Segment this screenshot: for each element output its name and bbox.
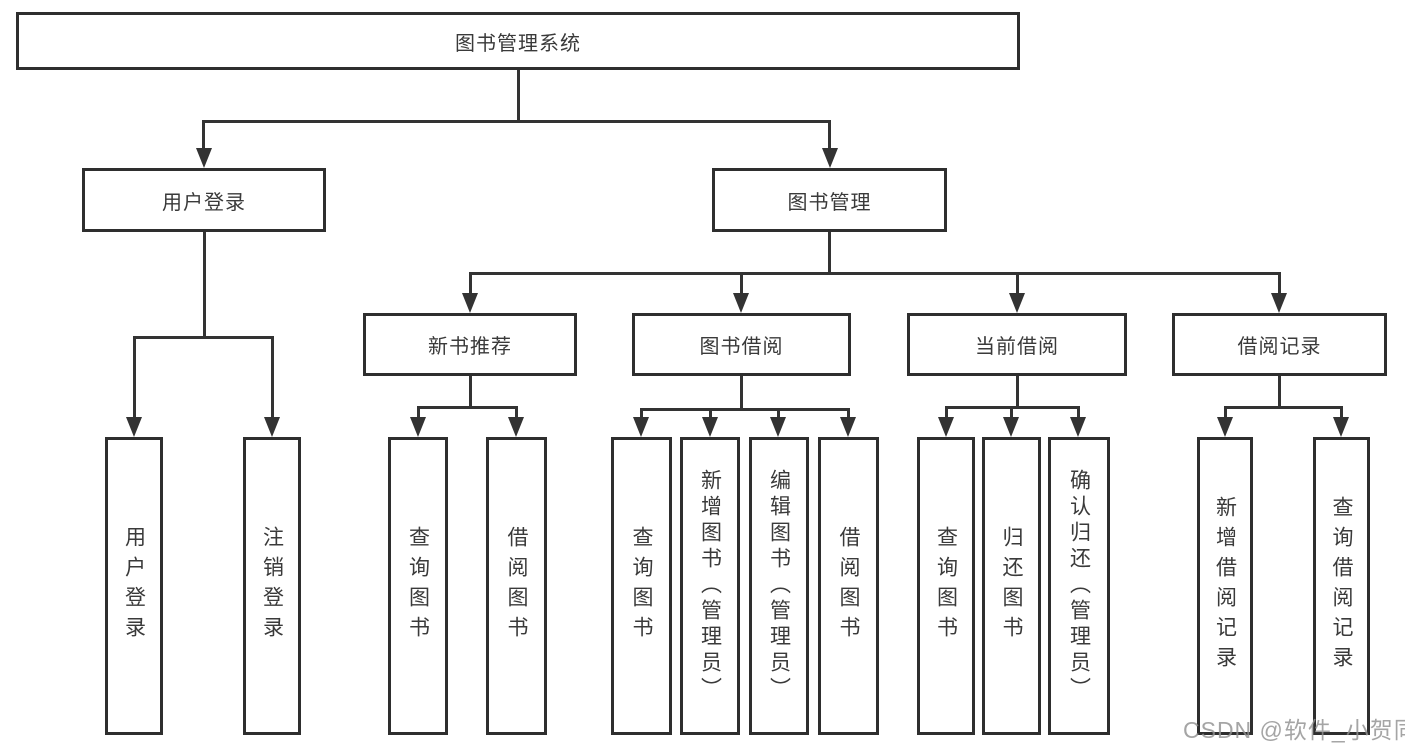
connector-line xyxy=(469,376,472,406)
connector-line xyxy=(945,406,948,419)
arrowhead-icon xyxy=(1070,417,1086,437)
arrowhead-icon xyxy=(702,417,718,437)
arrowhead-icon xyxy=(822,148,838,168)
leaf-user-login: 用户登录 xyxy=(105,437,163,735)
connector-line xyxy=(1010,406,1013,419)
connector-line xyxy=(828,120,831,150)
node-book-management: 图书管理 xyxy=(712,168,947,232)
leaf-query-books-3: 查询图书 xyxy=(917,437,975,735)
connector-line xyxy=(133,336,136,419)
node-new-book-recommend: 新书推荐 xyxy=(363,313,577,376)
connector-line xyxy=(709,408,712,419)
connector-line xyxy=(202,120,831,123)
connector-line xyxy=(517,70,520,120)
connector-line xyxy=(1340,406,1343,419)
node-user-login: 用户登录 xyxy=(82,168,326,232)
connector-line xyxy=(133,336,274,339)
arrowhead-icon xyxy=(410,417,426,437)
node-root: 图书管理系统 xyxy=(16,12,1020,70)
leaf-borrow-books-2: 借阅图书 xyxy=(818,437,879,735)
leaf-return-book: 归还图书 xyxy=(982,437,1041,735)
connector-line xyxy=(1224,406,1227,419)
leaf-add-borrow-record: 新增借阅记录 xyxy=(1197,437,1253,735)
connector-line xyxy=(1278,376,1281,406)
leaf-query-books-2: 查询图书 xyxy=(611,437,672,735)
connector-line xyxy=(271,336,274,419)
arrowhead-icon xyxy=(126,417,142,437)
node-book-borrow: 图书借阅 xyxy=(632,313,851,376)
connector-line xyxy=(640,408,643,419)
connector-line xyxy=(469,272,1281,275)
connector-line xyxy=(202,120,205,150)
connector-line xyxy=(640,408,850,411)
connector-line xyxy=(1016,272,1019,295)
arrowhead-icon xyxy=(264,417,280,437)
connector-line xyxy=(777,408,780,419)
connector-line xyxy=(1278,272,1281,295)
connector-line xyxy=(515,406,518,419)
arrowhead-icon xyxy=(508,417,524,437)
arrowhead-icon xyxy=(633,417,649,437)
connector-line xyxy=(469,272,472,295)
leaf-query-borrow-record: 查询借阅记录 xyxy=(1313,437,1370,735)
arrowhead-icon xyxy=(196,148,212,168)
arrowhead-icon xyxy=(1009,293,1025,313)
connector-line xyxy=(828,232,831,272)
connector-line xyxy=(740,376,743,408)
arrowhead-icon xyxy=(1217,417,1233,437)
leaf-edit-book-admin: 编辑图书（管理员） xyxy=(749,437,809,735)
node-current-borrow: 当前借阅 xyxy=(907,313,1127,376)
connector-line xyxy=(1077,406,1080,419)
arrowhead-icon xyxy=(462,293,478,313)
arrowhead-icon xyxy=(1333,417,1349,437)
connector-line xyxy=(203,232,206,336)
connector-line xyxy=(417,406,518,409)
arrowhead-icon xyxy=(1271,293,1287,313)
connector-line xyxy=(847,408,850,419)
arrowhead-icon xyxy=(770,417,786,437)
leaf-borrow-books-1: 借阅图书 xyxy=(486,437,547,735)
arrowhead-icon xyxy=(938,417,954,437)
leaf-logout: 注销登录 xyxy=(243,437,301,735)
connector-line xyxy=(417,406,420,419)
leaf-confirm-return-admin: 确认归还（管理员） xyxy=(1048,437,1110,735)
arrowhead-icon xyxy=(840,417,856,437)
leaf-query-books-1: 查询图书 xyxy=(388,437,448,735)
leaf-add-book-admin: 新增图书（管理员） xyxy=(680,437,740,735)
node-borrow-records: 借阅记录 xyxy=(1172,313,1387,376)
arrowhead-icon xyxy=(1003,417,1019,437)
arrowhead-icon xyxy=(733,293,749,313)
watermark: CSDN @软件_小贺同学 xyxy=(1183,717,1405,743)
connector-line xyxy=(740,272,743,295)
connector-line xyxy=(1224,406,1342,409)
connector-line xyxy=(1016,376,1019,406)
